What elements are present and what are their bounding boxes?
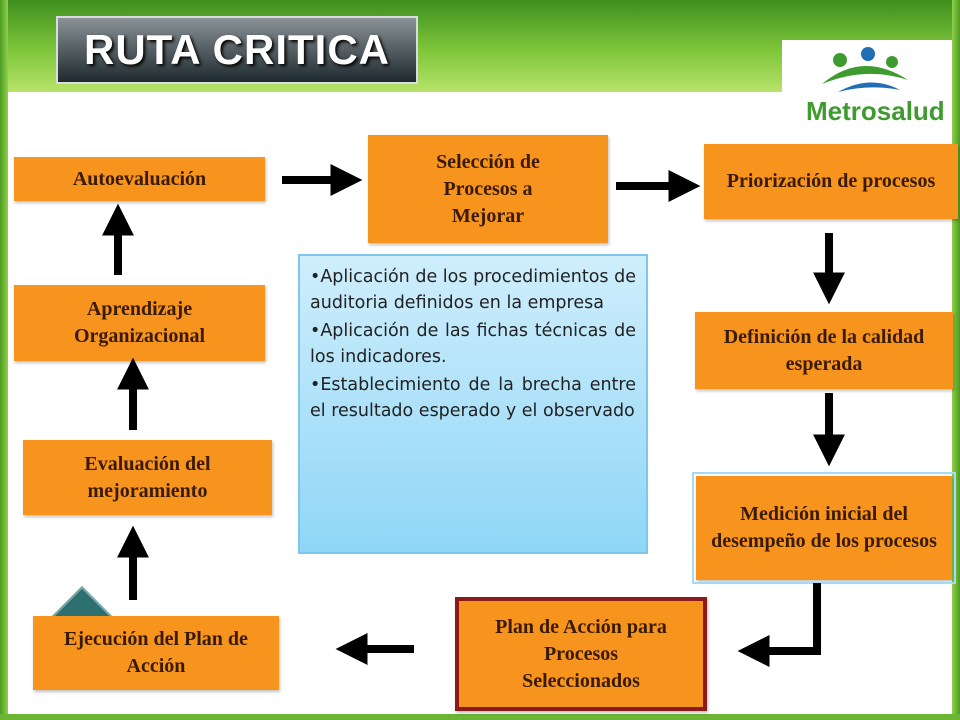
- step-evaluacion-label: Evaluación del mejoramiento: [84, 452, 211, 502]
- step-plan-label: Plan de Acción para Procesos Seleccionad…: [495, 615, 667, 692]
- step-definicion-label: Definición de la calidad esperada: [723, 325, 925, 375]
- step-seleccion: Selección de Procesos a Mejorar: [368, 135, 608, 243]
- step-medicion-label: Medición inicial del desempeño de los pr…: [711, 503, 937, 552]
- logo-text: Metrosalud: [806, 96, 945, 126]
- info-bullet-2: •Aplicación de las fichas técnicas de lo…: [310, 321, 636, 367]
- step-ejecucion-label: Ejecución del Plan de Acción: [64, 628, 248, 677]
- left-border: [0, 0, 8, 720]
- step-aprendizaje-label: Aprendizaje Organizacional: [73, 298, 206, 347]
- right-border: [952, 0, 960, 720]
- step-medicion: Medición inicial del desempeño de los pr…: [692, 472, 956, 584]
- step-priorizacion-label: Priorización de procesos: [726, 170, 936, 192]
- logo-icon: [822, 47, 908, 92]
- step-priorizacion: Priorización de procesos: [704, 144, 958, 219]
- step-seleccion-label: Selección de Procesos a Mejorar: [436, 150, 540, 227]
- bottom-border: [0, 714, 960, 720]
- title-box: RUTA CRITICA: [56, 16, 418, 84]
- step-ejecucion: Ejecución del Plan de Acción: [33, 616, 279, 690]
- step-autoevaluacion-label: Autoevaluación: [72, 167, 207, 190]
- slide-title: RUTA CRITICA: [84, 26, 390, 73]
- step-autoevaluacion: Autoevaluación: [14, 157, 265, 201]
- step-plan: Plan de Acción para Procesos Seleccionad…: [455, 597, 707, 711]
- info-box: •Aplicación de los procedimientos de aud…: [298, 254, 648, 554]
- step-aprendizaje: Aprendizaje Organizacional: [14, 285, 265, 361]
- info-bullet-1: •Aplicación de los procedimientos de aud…: [310, 267, 636, 313]
- step-definicion: Definición de la calidad esperada: [695, 312, 953, 389]
- info-bullet-3: •Establecimiento de la brecha entre el r…: [310, 375, 636, 421]
- metrosalud-logo: Metrosalud: [782, 40, 952, 138]
- step-evaluacion: Evaluación del mejoramiento: [23, 440, 272, 515]
